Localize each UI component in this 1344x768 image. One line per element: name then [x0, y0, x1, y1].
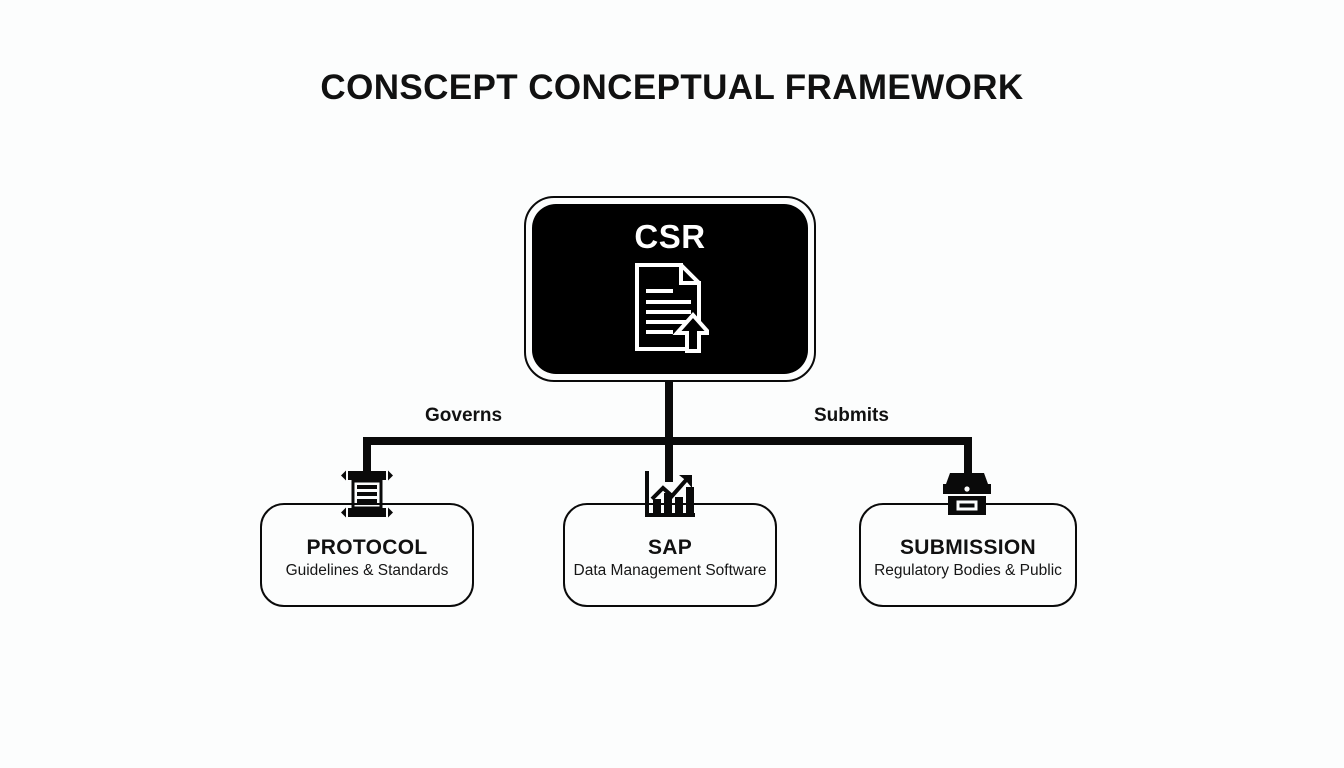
document-upload-icon — [631, 261, 709, 353]
node-protocol-title: PROTOCOL — [306, 535, 428, 559]
page-title: CONSCEPT CONCEPTUAL FRAMEWORK — [320, 68, 1024, 107]
edge-label-governs: Governs — [425, 405, 503, 426]
node-sap-title: SAP — [647, 535, 693, 559]
node-submission-title: SUBMISSION — [899, 535, 1036, 559]
connector-drop-right — [964, 437, 972, 479]
node-sap-subtitle: Data Management Software — [573, 561, 767, 579]
edge-label-submits: Submits — [814, 405, 889, 426]
node-protocol-subtitle: Guidelines & Standards — [285, 561, 449, 579]
connector-horizontal-bar — [363, 437, 972, 445]
bar-chart-trend-icon — [643, 469, 697, 519]
scroll-icon — [338, 469, 396, 519]
node-submission[interactable]: SUBMISSION Regulatory Bodies & Public — [859, 503, 1077, 607]
node-submission-subtitle: Regulatory Bodies & Public — [874, 561, 1062, 579]
node-csr-label: CSR — [634, 218, 706, 255]
connector-stem-center — [665, 382, 673, 482]
node-csr[interactable]: CSR — [524, 196, 816, 382]
archive-box-icon — [938, 471, 996, 517]
node-csr-body: CSR — [532, 204, 808, 374]
node-protocol[interactable]: PROTOCOL Guidelines & Standards — [260, 503, 474, 607]
connector-drop-left — [363, 437, 371, 479]
